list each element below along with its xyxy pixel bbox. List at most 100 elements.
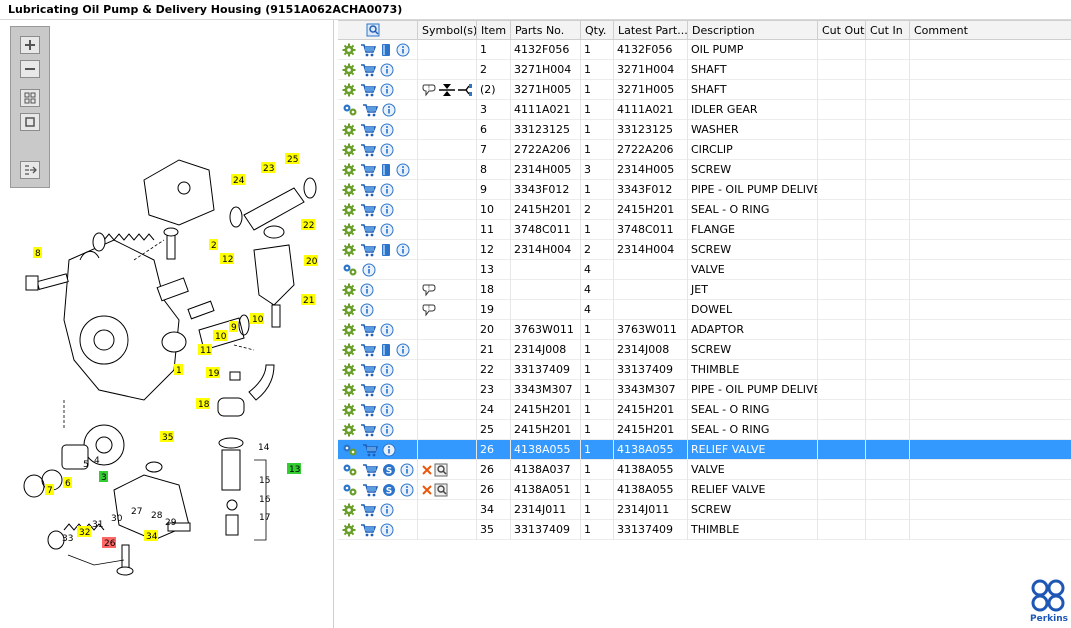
- cart-icon[interactable]: [360, 323, 377, 340]
- gear-icon[interactable]: [342, 123, 356, 140]
- gear-icon[interactable]: [342, 303, 356, 320]
- diagram-label-33[interactable]: 33: [62, 534, 73, 544]
- cart-icon[interactable]: [360, 403, 377, 420]
- callout-13[interactable]: 13: [287, 463, 301, 475]
- cross-icon[interactable]: [421, 463, 433, 480]
- supersession-icon[interactable]: S: [382, 463, 396, 480]
- callout-23[interactable]: 23: [261, 162, 275, 174]
- cart-icon[interactable]: [362, 443, 379, 460]
- info-icon[interactable]: [400, 463, 414, 480]
- callout-3[interactable]: 3: [99, 471, 108, 483]
- gear-icon[interactable]: [342, 183, 356, 200]
- info-icon[interactable]: [396, 343, 410, 360]
- cart-icon[interactable]: [360, 143, 377, 160]
- gear-icon[interactable]: [342, 203, 356, 220]
- diagram-label-29[interactable]: 29: [165, 518, 177, 528]
- info-icon[interactable]: [380, 323, 394, 340]
- info-icon[interactable]: [380, 63, 394, 80]
- cart-icon[interactable]: [360, 203, 377, 220]
- header-item[interactable]: Item: [477, 21, 511, 40]
- callout-12[interactable]: 12: [220, 253, 234, 265]
- callout-2[interactable]: 2: [209, 239, 218, 251]
- info-icon[interactable]: [360, 283, 374, 300]
- gear-icon[interactable]: [342, 163, 356, 180]
- cart-icon[interactable]: [360, 43, 377, 60]
- note-bubble-icon[interactable]: !: [421, 303, 437, 320]
- gear-icon[interactable]: [342, 523, 356, 540]
- gears-icon[interactable]: [342, 483, 358, 500]
- fit-view-button[interactable]: [20, 89, 40, 107]
- cart-icon[interactable]: [360, 423, 377, 440]
- info-icon[interactable]: [380, 143, 394, 160]
- info-icon[interactable]: [382, 103, 396, 120]
- info-icon[interactable]: [380, 383, 394, 400]
- info-icon[interactable]: [396, 163, 410, 180]
- book-icon[interactable]: [380, 43, 392, 60]
- diagram-label-5[interactable]: 5: [83, 460, 89, 470]
- zoom-out-button[interactable]: [20, 60, 40, 78]
- gears-icon[interactable]: [342, 263, 358, 280]
- cart-icon[interactable]: [360, 363, 377, 380]
- info-icon[interactable]: [362, 263, 376, 280]
- cross-icon[interactable]: [421, 483, 433, 500]
- supersession-icon[interactable]: S: [382, 483, 396, 500]
- find-part-icon[interactable]: [434, 463, 450, 480]
- info-icon[interactable]: [380, 183, 394, 200]
- gear-icon[interactable]: [342, 83, 356, 100]
- cart-icon[interactable]: [360, 83, 377, 100]
- gear-icon[interactable]: [342, 323, 356, 340]
- callout-26[interactable]: 26: [102, 537, 116, 549]
- gears-icon[interactable]: [342, 443, 358, 460]
- gear-icon[interactable]: [342, 423, 356, 440]
- note-bubble-icon[interactable]: !: [421, 83, 437, 100]
- gear-icon[interactable]: [342, 343, 356, 360]
- gear-icon[interactable]: [342, 43, 356, 60]
- gears-icon[interactable]: [342, 463, 358, 480]
- cart-icon[interactable]: [360, 523, 377, 540]
- header-cut-out[interactable]: Cut Out: [818, 21, 866, 40]
- info-icon[interactable]: [380, 523, 394, 540]
- cart-icon[interactable]: [360, 343, 377, 360]
- callout-10[interactable]: 10: [250, 313, 264, 325]
- actual-size-button[interactable]: [20, 113, 40, 131]
- callout-34[interactable]: 34: [144, 530, 158, 542]
- export-button[interactable]: [20, 161, 40, 179]
- info-icon[interactable]: [396, 43, 410, 60]
- callout-18[interactable]: 18: [196, 398, 210, 410]
- header-actions[interactable]: [338, 21, 418, 40]
- callout-9[interactable]: 9: [229, 321, 238, 333]
- find-part-icon[interactable]: [434, 483, 450, 500]
- split-icon[interactable]: [438, 83, 456, 100]
- info-icon[interactable]: [382, 443, 396, 460]
- cart-icon[interactable]: [360, 243, 377, 260]
- info-icon[interactable]: [380, 503, 394, 520]
- book-icon[interactable]: [380, 343, 392, 360]
- callout-25[interactable]: 25: [285, 153, 299, 165]
- diagram-label-30[interactable]: 30: [111, 514, 123, 524]
- info-icon[interactable]: [400, 483, 414, 500]
- gear-icon[interactable]: [342, 383, 356, 400]
- header-cut-in[interactable]: Cut In: [866, 21, 910, 40]
- callout-6[interactable]: 6: [63, 477, 72, 489]
- cart-icon[interactable]: [362, 103, 379, 120]
- callout-8[interactable]: 8: [33, 247, 42, 259]
- info-icon[interactable]: [380, 363, 394, 380]
- diagram-label-17[interactable]: 17: [259, 513, 270, 523]
- info-icon[interactable]: [380, 403, 394, 420]
- header-comment[interactable]: Comment: [914, 24, 968, 37]
